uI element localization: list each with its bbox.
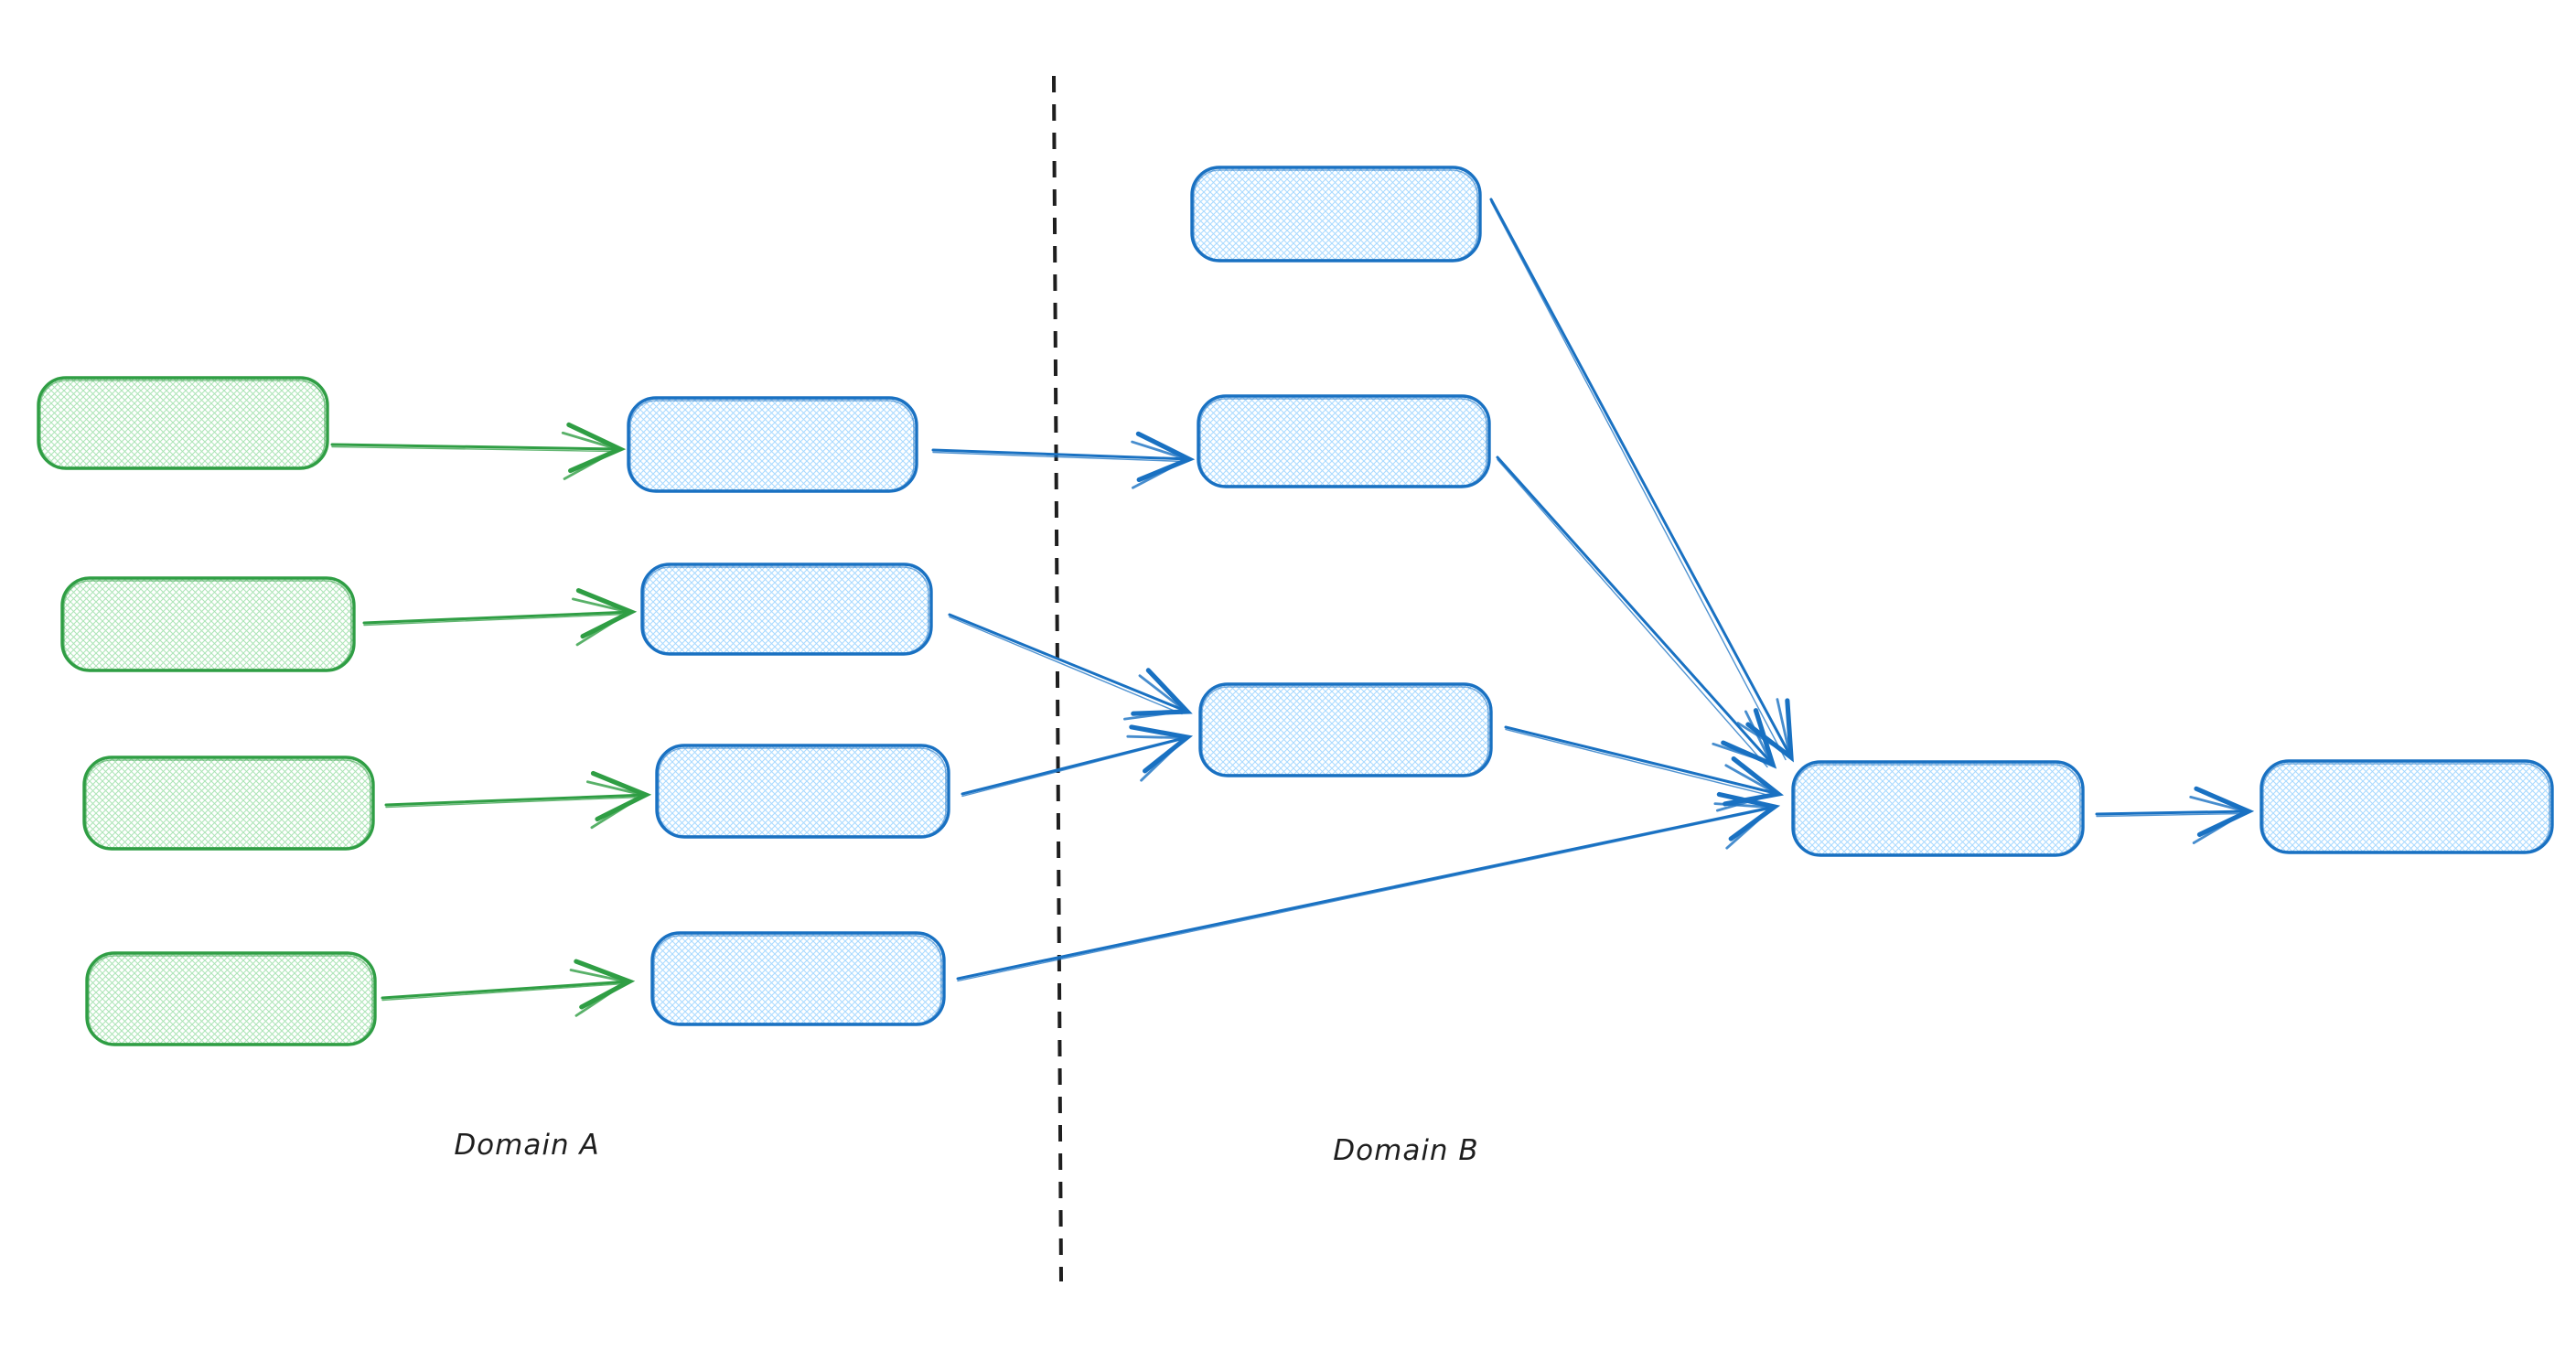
domain-b-node-2[interactable] [1197,394,1491,488]
arrow-source4-process4[interactable] [381,959,636,1017]
arrow-process3-node3[interactable] [961,724,1194,798]
arrow-process2-node3[interactable] [948,613,1193,721]
domain-b-merge[interactable] [1791,760,2085,857]
domain-a-process-2[interactable] [640,563,933,656]
domain-a-process-1[interactable] [627,396,918,493]
domain-a-source-2[interactable] [60,576,356,672]
domain-b-label: Domain B [1333,1134,1478,1167]
arrow-node1-merge[interactable] [1489,198,1794,763]
domain-a-process-4[interactable] [650,931,946,1026]
arrow-process1-node2[interactable] [931,431,1196,489]
domain-b-node-3[interactable] [1198,682,1493,777]
arrow-process4-merge[interactable] [956,791,1781,982]
arrow-merge-output[interactable] [2095,786,2255,844]
domain-a-source-1[interactable] [37,376,329,470]
arrow-source2-process2[interactable] [362,588,638,647]
domain-b-output[interactable] [2259,759,2554,854]
arrow-node2-merge[interactable] [1496,456,1777,769]
domain-a-process-3[interactable] [655,744,950,839]
domain-a-label: Domain A [454,1129,599,1162]
arrow-node3-merge[interactable] [1504,725,1785,812]
domain-a-source-4[interactable] [85,951,377,1046]
domain-a-source-3[interactable] [82,756,375,851]
domain-b-node-1[interactable] [1190,166,1482,263]
domain-divider-dashed-line [1052,75,1063,1282]
arrow-source1-process1[interactable] [330,422,627,480]
arrow-source3-process3[interactable] [384,770,652,830]
